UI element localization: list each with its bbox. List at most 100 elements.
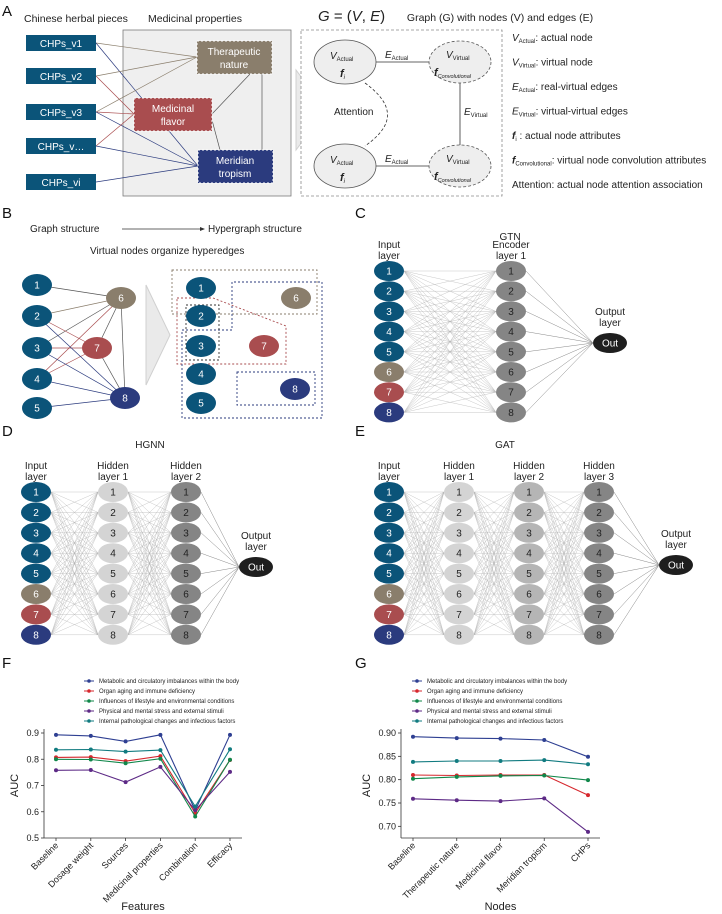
hidden-node [496,281,526,302]
net-edge [403,573,445,635]
panel-a-letter: A [2,3,12,20]
input-node [21,563,51,584]
series-point [542,758,547,763]
node-label: 7 [456,610,462,621]
node-label: 7 [508,388,514,399]
virtual-node-top-label: VVirtual [446,50,470,62]
net-edge [127,593,172,635]
b-arrow-head [200,227,205,231]
output-node-label: Out [602,339,618,350]
node-label: 2 [596,508,602,519]
out-edge [525,270,594,344]
node-label: 6 [33,590,39,601]
hidden-layer-label: layer 1 [98,472,128,483]
output-node [659,555,693,575]
hidden-node [171,502,201,523]
node-label: 1 [183,488,189,499]
input-node [374,301,404,322]
legend-entry: EActual: real-virtual edges [512,82,618,94]
net-edge [403,331,497,413]
graph-structure-label: Graph structure [30,224,100,235]
series-line [55,748,231,808]
hidden-node [584,482,614,502]
formula-open: = ( [330,8,352,25]
hidden-node [584,502,614,523]
node-label: 2 [456,508,462,519]
input-node [374,563,404,584]
fc-bottom-sub: Convolutional [438,178,472,184]
node-label: 2 [110,508,116,519]
legend-marker [415,679,419,683]
legend-sym: E [512,107,519,118]
series-point [193,808,198,813]
net-edge [50,491,99,595]
y-axis-title: AUC [361,774,373,797]
formula-g: G [318,8,330,25]
legend-entry: VActual: actual node [512,33,593,45]
e-at: E [385,50,392,61]
node-label: 6 [386,590,392,601]
node-label: 8 [183,630,189,641]
x-tick-label: Efficacy [205,840,235,870]
legend-text: : virtual node [536,58,594,69]
input-node [21,482,51,502]
legend-label: Internal pathological changes and infect… [99,719,235,725]
net-edge [50,491,99,554]
node-label: 4 [33,549,39,560]
hyperedge-6 [171,269,318,315]
legend-marker [87,699,91,703]
hidden-node [98,502,128,523]
net-edge [403,270,497,373]
x-tick-label: Baseline [29,840,60,871]
x-tick-label: Sources [100,840,131,871]
series-point [411,773,415,777]
panel-e-letter: E [355,423,365,440]
legend-sub: Virtual [519,113,536,119]
hidden-node [171,563,201,584]
legend-sub: Actual [519,88,536,94]
hyper-node [281,287,311,309]
input-node [374,281,404,302]
legend-label: Influences of lifestyle and environmenta… [427,699,562,705]
attention-label: Attention [334,107,373,118]
node-label: 5 [508,347,514,358]
out-edge [200,512,240,568]
series-point [454,759,459,763]
node-label: 5 [183,569,189,580]
net-edge [403,270,497,292]
b-edge [36,347,126,399]
net-edge [473,491,515,533]
net-edge [403,593,445,635]
b-node [22,337,52,359]
series-point [498,736,503,741]
legend-marker [87,679,91,683]
net-edge [50,491,99,635]
legend-entry: fConvolutional: virtual node convolution… [512,156,706,168]
node-label: 3 [183,528,189,539]
b-edge [36,297,122,349]
e-actual-top-label: EActual [385,50,408,62]
out-edge [613,532,660,566]
node-label: 2 [33,508,39,519]
b-node [22,305,52,327]
node-label: 8 [110,630,116,641]
hidden-node [584,624,614,645]
net-edge [543,512,585,635]
hidden-node [98,584,128,604]
legend-sub: Convolutional [515,162,551,168]
net-edge [473,553,515,635]
net-edge [403,270,497,393]
legend-text: Attention: actual node attention associa… [512,180,703,191]
output-layer-label: layer [599,318,621,329]
legend-sym: V [512,58,520,69]
input-node [374,261,404,281]
net-edge [403,270,497,332]
node-label: 5 [386,569,392,580]
input-node [374,482,404,502]
hidden-node [98,543,128,564]
out-edge [613,512,660,566]
vv-bottom-sub: Virtual [453,160,470,166]
series-point [158,732,163,737]
chart-g: Metabolic and circulatory imbalances wit… [361,679,600,913]
output-layer-label: layer [245,542,267,553]
